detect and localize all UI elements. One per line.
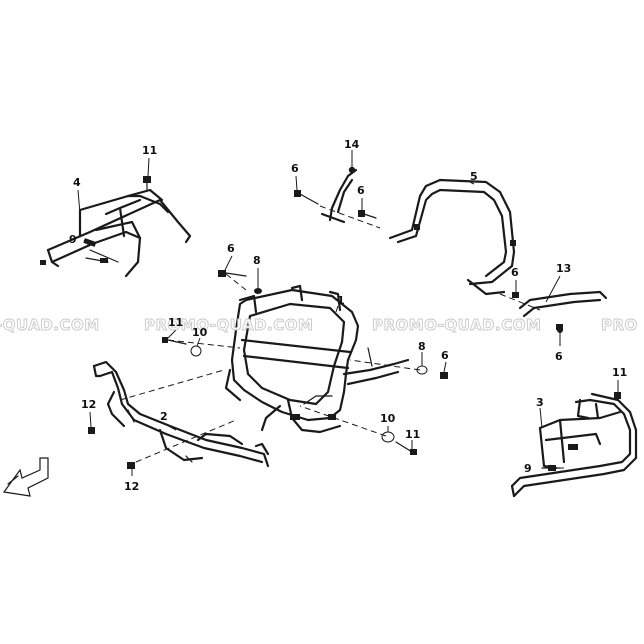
callout-11: 11 xyxy=(612,366,627,379)
callout-9: 9 xyxy=(69,233,77,246)
callout-13: 13 xyxy=(556,262,571,275)
callout-1: 1 xyxy=(337,294,345,307)
callout-9: 9 xyxy=(524,462,532,475)
watermark-segment-2: PROMO-QUAD.COM xyxy=(144,316,313,334)
watermark-segment-3: PROMO-QUAD.COM xyxy=(372,316,541,334)
callout-4: 4 xyxy=(73,176,81,189)
watermark-segment-4: PRO xyxy=(601,316,638,334)
callout-6: 6 xyxy=(511,266,519,279)
callout-11: 11 xyxy=(405,428,420,441)
callout-2: 2 xyxy=(160,410,168,423)
leader-lines xyxy=(77,150,619,476)
callout-5: 5 xyxy=(470,170,478,183)
callout-labels: 11 4 9 14 6 6 5 6 8 1 6 13 11 10 6 8 6 1… xyxy=(69,138,627,493)
callout-8: 8 xyxy=(418,340,426,353)
callout-11: 11 xyxy=(168,316,183,329)
callout-10: 10 xyxy=(192,326,208,339)
callout-12: 12 xyxy=(124,480,139,493)
callout-11: 11 xyxy=(142,144,157,157)
assembly-lines xyxy=(119,205,541,463)
callout-6: 6 xyxy=(291,162,299,175)
part-14-bracket xyxy=(320,166,358,224)
callout-6: 6 xyxy=(357,184,365,197)
callout-6: 6 xyxy=(227,242,235,255)
callout-6: 6 xyxy=(441,349,449,362)
callout-14: 14 xyxy=(344,138,360,151)
part-1-main-frame xyxy=(224,284,410,434)
callout-3: 3 xyxy=(536,396,544,409)
callout-6: 6 xyxy=(555,350,563,363)
watermark-segment-1: -QUAD.COM xyxy=(0,316,100,334)
part-3-footrest xyxy=(510,392,638,498)
watermark: -QUAD.COM PROMO-QUAD.COM PROMO-QUAD.COM … xyxy=(0,316,638,335)
part-4-bracket xyxy=(40,188,192,278)
part-5-handle-bar xyxy=(388,178,516,296)
callout-8: 8 xyxy=(253,254,261,267)
callout-12: 12 xyxy=(81,398,96,411)
part-2-lower-frame xyxy=(92,360,270,468)
front-arrow-icon xyxy=(2,457,49,497)
callout-10: 10 xyxy=(380,412,396,425)
